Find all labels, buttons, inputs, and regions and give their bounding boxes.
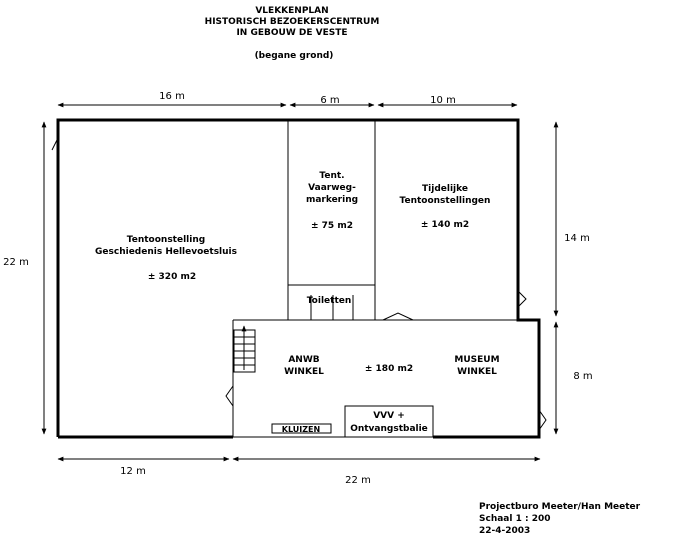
dim-label-right-upper: 14 m	[564, 233, 590, 244]
door-temporary	[382, 312, 414, 321]
door-right-shop	[538, 409, 547, 431]
title-line-2: HISTORISCH BEZOEKERSCENTRUM	[205, 17, 380, 27]
door-top-left	[51, 137, 59, 151]
toilets-label: Toiletten	[307, 296, 352, 306]
lockers-label: KLUIZEN	[282, 425, 320, 434]
anwb-label-line-2: WINKEL	[284, 367, 324, 377]
dim-label-left: 22 m	[3, 257, 29, 268]
navigation-area: ± 75 m2	[311, 221, 353, 231]
exhibition-label-line-2: Geschiedenis Hellevoetsluis	[95, 247, 237, 257]
credits-line-1: Projectburo Meeter/Han Meeter	[479, 502, 641, 512]
title-block: VLEKKENPLAN HISTORISCH BEZOEKERSCENTRUM …	[205, 6, 380, 61]
credits: Projectburo Meeter/Han Meeter Schaal 1 :…	[479, 502, 641, 536]
subtitle: (begane grond)	[255, 51, 334, 61]
vvv-label-line-2: Ontvangstbalie	[350, 424, 428, 434]
dimension-lines: 16 m 6 m 10 m 22 m 14 m 8 m 12 m 22 m	[3, 91, 592, 486]
exhibition-label-line-1: Tentoonstelling	[127, 235, 205, 245]
title-line-1: VLEKKENPLAN	[255, 6, 328, 16]
exhibition-area: ± 320 m2	[148, 272, 196, 282]
vvv-label-line-1: VVV +	[373, 411, 405, 421]
museum-label-line-2: WINKEL	[457, 367, 497, 377]
credits-line-3: 22-4-2003	[479, 526, 530, 536]
navigation-label-line-3: markering	[306, 195, 358, 205]
credits-line-2: Schaal 1 : 200	[479, 514, 551, 524]
dim-label-bottom-right: 22 m	[345, 475, 371, 486]
building	[51, 118, 547, 439]
lockers	[271, 423, 332, 434]
temporary-area: ± 140 m2	[421, 220, 469, 230]
dim-label-right-lower: 8 m	[573, 371, 592, 382]
room-labels: Tentoonstelling Geschiedenis Hellevoetsl…	[95, 171, 500, 434]
dim-label-top-left: 16 m	[159, 91, 185, 102]
museum-label-line-1: MUSEUM	[454, 355, 499, 365]
dim-label-top-right: 10 m	[430, 95, 456, 106]
door-left-shop	[225, 385, 234, 407]
title-line-3: IN GEBOUW DE VESTE	[236, 28, 347, 38]
dim-label-top-mid: 6 m	[320, 95, 339, 106]
navigation-label-line-2: Vaarweg-	[308, 183, 356, 193]
temporary-label-line-2: Tentoonstellingen	[400, 196, 491, 206]
anwb-label-line-1: ANWB	[288, 355, 319, 365]
temporary-label-line-1: Tijdelijke	[422, 184, 468, 194]
dim-label-bottom-left: 12 m	[120, 466, 146, 477]
door-right-outer	[517, 290, 527, 308]
navigation-label-line-1: Tent.	[319, 171, 344, 181]
shop-area: ± 180 m2	[365, 364, 413, 374]
vvv-desk	[344, 405, 434, 438]
outer-wall	[56, 118, 541, 439]
staircase	[233, 325, 256, 373]
